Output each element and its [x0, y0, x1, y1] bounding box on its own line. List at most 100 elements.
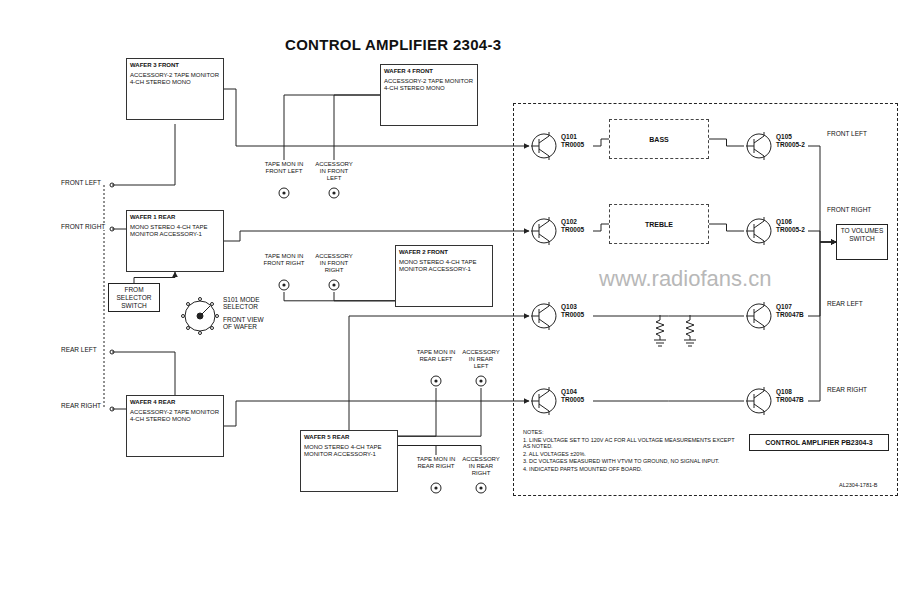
transistor-outline	[746, 217, 771, 245]
signal-wire	[349, 316, 529, 430]
tone-network: TREBLE	[609, 204, 709, 244]
input-wire	[112, 352, 175, 395]
transistor-outline	[746, 387, 771, 415]
jack-symbol	[326, 186, 342, 200]
jack-symbol	[428, 481, 444, 495]
note-text: 4. INDICATED PARTS MOUNTED OFF BOARD.	[522, 466, 737, 473]
signal-wire	[398, 388, 481, 436]
jack-symbol	[326, 278, 342, 292]
part-label: WAFER 3 FRONT	[130, 62, 220, 70]
part-label: BASS	[649, 136, 668, 143]
part-label: Q104	[561, 388, 592, 396]
signal-label: AL2304-1781-B	[838, 482, 879, 488]
jack-ring	[431, 483, 441, 493]
signal-wire	[398, 388, 436, 436]
signal-wire	[224, 89, 529, 146]
signal-wire	[593, 401, 744, 402]
part-label: Q107	[776, 303, 807, 311]
transistor: Q104TR0005	[529, 384, 593, 418]
part-label: Q101	[561, 133, 592, 141]
transistor-symbol	[529, 386, 559, 416]
notes-block: NOTES:1. LINE VOLTAGE SET TO 120V AC FOR…	[522, 429, 737, 474]
jack-tip	[282, 283, 285, 286]
jack-tip	[332, 283, 335, 286]
jack-tip	[434, 486, 437, 489]
part-label: ACCESSORY IN FRONT RIGHT	[313, 253, 355, 274]
note-text: 2. ALL VOLTAGES ±20%.	[522, 451, 737, 458]
transistor-symbol	[744, 301, 774, 331]
part-label: WAFER 5 REAR	[304, 434, 394, 442]
transistor-outline	[531, 387, 556, 415]
transistor-symbol	[529, 216, 559, 246]
input-jack: TAPE MON IN REAR LEFT	[415, 348, 457, 388]
transistor: Q108TR0047B	[744, 384, 808, 418]
note-text: NOTES:	[522, 429, 737, 436]
input-wire	[112, 124, 175, 185]
transistor-outline	[746, 302, 771, 330]
transistor-symbol	[529, 131, 559, 161]
part-label: TO VOLUMES SWITCH	[839, 227, 885, 243]
part-value: MONO STEREO 4-CH TAPE MONITOR ACCESSORY-…	[399, 259, 489, 274]
jack-ring	[476, 376, 486, 386]
signal-label: FRONT LEFT	[826, 130, 868, 137]
part-label: TAPE MON IN FRONT RIGHT	[263, 253, 305, 267]
signal-wire	[334, 95, 380, 160]
input-jack: ACCESSORY IN FRONT RIGHT	[312, 252, 356, 292]
jack-tip	[479, 486, 482, 489]
signal-wire	[284, 95, 380, 160]
switch-wafer: WAFER 5 REAR MONO STEREO 4-CH TAPE MONITO…	[300, 430, 398, 492]
signal-label: REAR LEFT	[60, 346, 98, 353]
jack-tip	[282, 191, 285, 194]
transistor: Q102TR0005	[529, 214, 593, 248]
input-jack: TAPE MON IN REAR RIGHT	[415, 455, 457, 495]
switch-wafer: WAFER 3 FRONT ACCESSORY-2 TAPE MONITOR 4-…	[126, 58, 224, 120]
signal-wire	[224, 401, 529, 426]
jack-ring	[279, 280, 289, 290]
transistor-symbol	[744, 216, 774, 246]
signal-wire	[808, 231, 836, 242]
signal-label: FRONT LEFT	[60, 179, 102, 186]
tone-network: BASS	[609, 119, 709, 159]
transistor: Q101TR0005	[529, 129, 593, 163]
signal-label: FRONT RIGHT	[60, 223, 106, 230]
part-label: ACCESSORY IN REAR LEFT	[461, 349, 501, 370]
jack-tip	[332, 191, 335, 194]
part-label: TAPE MON IN REAR RIGHT	[416, 456, 456, 470]
part-label: Q105	[776, 133, 807, 141]
jack-ring	[329, 188, 339, 198]
signal-box: TO VOLUMES SWITCH	[836, 224, 888, 260]
signal-label: S101 MODE SELECTOR	[222, 296, 274, 311]
terminal	[110, 350, 114, 354]
part-value: TR0005	[561, 226, 592, 234]
jack-tip	[479, 379, 482, 382]
input-jack: TAPE MON IN FRONT RIGHT	[262, 252, 306, 292]
transistor: Q106TR0005-2	[744, 214, 808, 248]
jack-symbol	[428, 374, 444, 388]
switch-wafer: WAFER 2 FRONTMONO STEREO 4-CH TAPE MONIT…	[395, 245, 493, 307]
signal-wire	[398, 446, 481, 456]
signal-label: FRONT VIEW OF WAFER	[222, 316, 274, 331]
part-label: Q102	[561, 218, 592, 226]
input-jack: ACCESSORY IN REAR RIGHT	[460, 455, 502, 495]
part-label: TREBLE	[645, 221, 673, 228]
signal-wire	[808, 146, 836, 242]
transistor-symbol	[529, 301, 559, 331]
jack-symbol	[276, 278, 292, 292]
part-label: TAPE MON IN FRONT LEFT	[263, 161, 305, 175]
note-text: 1. LINE VOLTAGE SET TO 120V AC FOR ALL V…	[522, 437, 737, 450]
signal-box: FROM SELECTOR SWITCH	[108, 283, 160, 312]
input-jack: ACCESSORY IN REAR LEFT	[460, 348, 502, 388]
transistor-symbol	[744, 386, 774, 416]
part-value: MONO STEREO 4-CH TAPE MONITOR ACCESSORY-…	[304, 444, 394, 459]
jack-ring	[279, 188, 289, 198]
jack-symbol	[473, 481, 489, 495]
part-value: TR0047B	[776, 396, 807, 404]
signal-wire	[284, 292, 395, 301]
resistor-symbol	[654, 315, 666, 346]
signal-label: REAR LEFT	[826, 300, 864, 307]
part-value: ACCESSORY-2 TAPE MONITOR 4-CH STEREO MON…	[130, 72, 220, 87]
transistor: Q103TR0005	[529, 299, 593, 333]
transistor-outline	[746, 132, 771, 160]
part-value: TR0005-2	[776, 226, 807, 234]
